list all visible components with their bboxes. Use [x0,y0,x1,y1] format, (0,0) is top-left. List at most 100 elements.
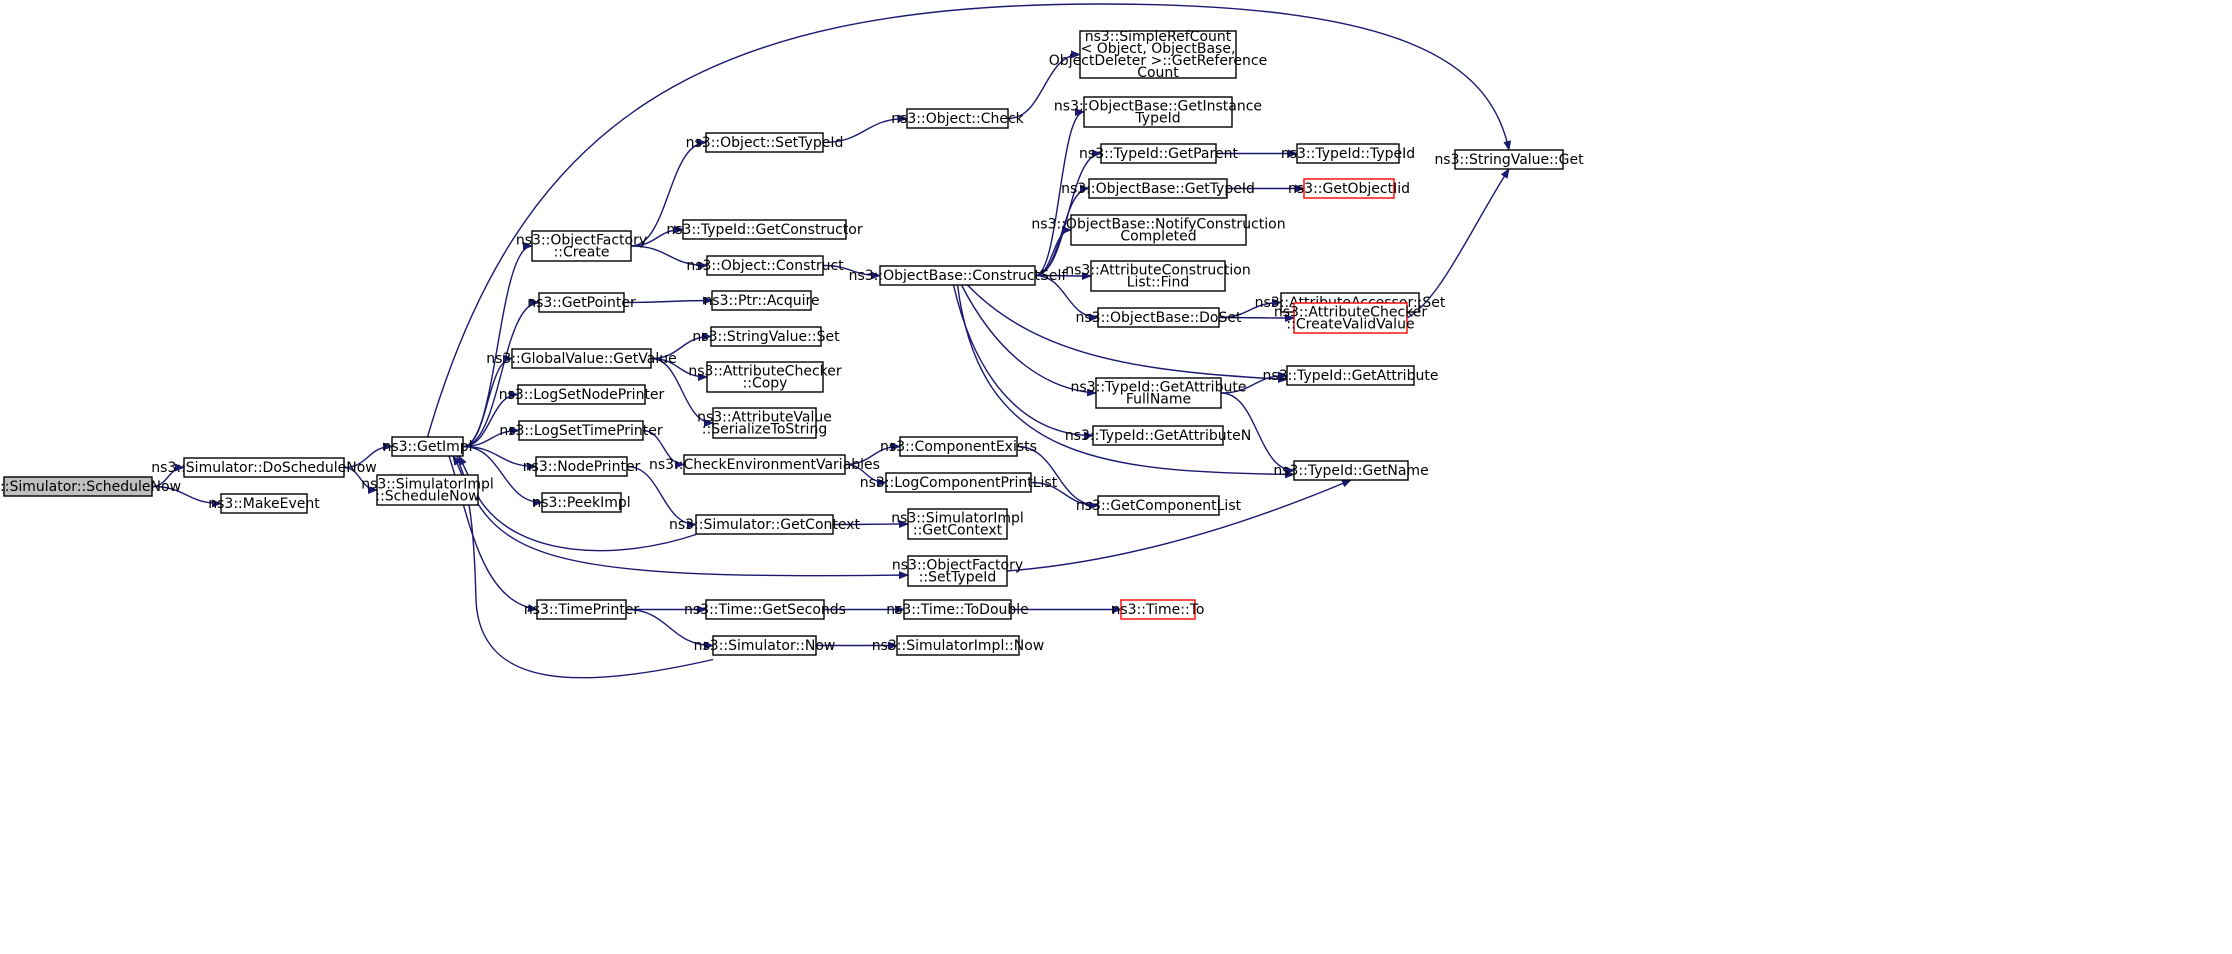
edge-check-environment-variables-to-component-exists [844,442,901,466]
node-label: ns3::StringValue::Get [1434,152,1584,168]
node-label: ns3::CheckEnvironmentVariables [649,457,880,473]
edge-get-impl-to-object-factory-create [462,242,533,448]
node-global-value-get-value[interactable]: ns3::GlobalValue::GetValue [486,348,677,369]
node-box [1079,30,1237,79]
node-label: ns3::Time::ToDouble [886,602,1029,618]
node-label: ns3::TypeId::GetParent [1079,146,1238,162]
node-log-set-time-printer[interactable]: ns3::LogSetTimePrinter [499,420,663,441]
node-box [907,508,1008,540]
node-object-factory-create[interactable]: ns3::ObjectFactory::Create [516,230,647,262]
node-do-schedule-now[interactable]: ns3::Simulator::DoScheduleNow [151,457,377,478]
node-type-id-type-id[interactable]: ns3::TypeId::TypeId [1281,143,1415,164]
edge-object-factory-create-to-object-set-type-id [630,138,707,247]
node-object-set-type-id[interactable]: ns3::Object::SetTypeId [686,132,844,153]
node-box [1286,365,1415,386]
node-simimpl-schedule-now[interactable]: ns3::SimulatorImpl::ScheduleNow [361,474,494,506]
node-make-event[interactable]: ns3::MakeEvent [208,493,320,514]
node-simulator-get-context[interactable]: ns3::Simulator::GetContext [669,514,861,535]
edge-get-pointer-to-ptr-acquire [623,296,713,305]
node-label: ns3::TypeId::GetAttributeN [1065,428,1251,444]
node-label: ::Copy [743,376,788,392]
node-object-base-do-set[interactable]: ns3::ObjectBase::DoSet [1076,307,1242,328]
node-label: ns3::Time::To [1112,602,1205,618]
node-object-base-get-type-id[interactable]: ns3::ObjectBase::GetTypeId [1061,178,1255,199]
edge-get-impl-to-string-value-get [426,3,1512,438]
node-box [1083,96,1233,128]
node-box [879,265,1036,286]
node-time-to[interactable]: ns3::Time::To [1112,599,1205,620]
node-simple-ref-count[interactable]: ns3::SimpleRefCount< Object, ObjectBase,… [1049,29,1267,81]
node-label: ns3::AttributeValue [697,410,832,426]
edge-object-set-type-id-to-object-check [822,114,908,144]
node-label: ns3::Object::Check [891,111,1024,127]
node-object-base-notify-construction[interactable]: ns3::ObjectBase::NotifyConstructionCompl… [1031,214,1286,246]
node-type-id-get-attribute[interactable]: ns3::TypeId::GetAttribute [1263,365,1439,386]
node-label: ns3::LogSetTimePrinter [499,423,663,439]
node-object-construct[interactable]: ns3::Object::Construct [686,255,844,276]
node-type-id-get-constructor[interactable]: ns3::TypeId::GetConstructor [666,219,863,240]
edge-simulator-get-context-to-get-impl [458,455,697,552]
node-peek-impl[interactable]: ns3::PeekImpl [532,492,631,513]
node-object-factory-set-type-id[interactable]: ns3::ObjectFactory::SetTypeId [892,555,1023,587]
node-box [1293,302,1408,334]
node-attribute-value-serialize[interactable]: ns3::AttributeValue::SerializeToString [697,407,832,439]
node-box [376,474,479,506]
node-label: ns3::GetPointer [527,295,636,311]
node-label: ns3::ObjectBase::ConstructSelf [849,268,1068,284]
node-check-environment-variables[interactable]: ns3::CheckEnvironmentVariables [649,454,880,475]
node-get-impl[interactable]: ns3::GetImpl [382,436,473,457]
node-box [531,230,632,262]
node-type-id-get-attribute-n[interactable]: ns3::TypeId::GetAttributeN [1065,425,1251,446]
node-time-printer[interactable]: ns3::TimePrinter [524,599,640,620]
node-string-value-set[interactable]: ns3::StringValue::Set [692,326,840,347]
node-simulator-now[interactable]: ns3::Simulator::Now [694,635,836,656]
node-label: TypeId [1134,111,1180,127]
node-box [711,290,812,311]
node-label: ns3::StringValue::Set [692,329,840,345]
node-label: ns3::TypeId::GetAttribute [1263,368,1439,384]
node-box [896,635,1020,656]
node-object-check[interactable]: ns3::Object::Check [891,108,1025,129]
node-object-base-construct-self[interactable]: ns3::ObjectBase::ConstructSelf [849,265,1068,286]
node-attribute-checker-create-valid-value[interactable]: ns3::AttributeChecker::CreateValidValue [1274,302,1428,334]
node-box [536,599,627,620]
node-type-id-get-name[interactable]: ns3::TypeId::GetName [1273,460,1429,481]
node-simimpl-get-context[interactable]: ns3::SimulatorImpl::GetContext [891,508,1024,540]
node-label: ns3::ComponentExists [880,439,1037,455]
edge-log-set-time-printer-to-check-environment-variables [642,429,685,469]
node-box [706,361,824,393]
node-type-id-get-parent[interactable]: ns3::TypeId::GetParent [1079,143,1238,164]
edge-do-schedule-now-to-get-impl [343,442,393,469]
node-node-printer[interactable]: ns3::NodePrinter [523,456,641,477]
node-label: ns3::LogSetNodePrinter [499,387,665,403]
node-time-get-seconds[interactable]: ns3::Time::GetSeconds [684,599,846,620]
node-log-component-print-list[interactable]: ns3::LogComponentPrintList [860,472,1058,493]
node-label: ns3::GlobalValue::GetValue [486,351,676,367]
node-box [220,493,308,514]
node-time-to-double[interactable]: ns3::Time::ToDouble [886,599,1029,620]
node-label: ::SetTypeId [919,570,997,586]
node-box [3,476,153,497]
node-box [518,420,644,441]
node-ptr-acquire[interactable]: ns3::Ptr::Acquire [703,290,820,311]
node-component-exists[interactable]: ns3::ComponentExists [880,436,1037,457]
node-box [907,555,1008,587]
edge-object-base-construct-self-to-type-id-get-attribute-full-name [960,284,1097,397]
edge-object-base-do-set-to-attribute-checker-create-valid-value [1218,313,1295,322]
node-box [710,326,822,347]
node-schedule-now[interactable]: ns3::Simulator::ScheduleNow [0,476,181,497]
node-get-pointer[interactable]: ns3::GetPointer [527,292,636,313]
node-string-value-get[interactable]: ns3::StringValue::Get [1434,149,1584,170]
edge-log-component-print-list-to-get-component-list [1030,481,1099,510]
node-attribute-checker-copy[interactable]: ns3::AttributeChecker::Copy [688,361,842,393]
node-box [1090,260,1226,292]
node-simimpl-now[interactable]: ns3::SimulatorImpl::Now [872,635,1045,656]
node-box [705,599,825,620]
node-log-set-node-printer[interactable]: ns3::LogSetNodePrinter [499,384,665,405]
node-get-object-iid[interactable]: ns3::GetObjectIid [1288,178,1410,199]
node-box [903,599,1012,620]
node-get-component-list[interactable]: ns3::GetComponentList [1076,495,1242,516]
